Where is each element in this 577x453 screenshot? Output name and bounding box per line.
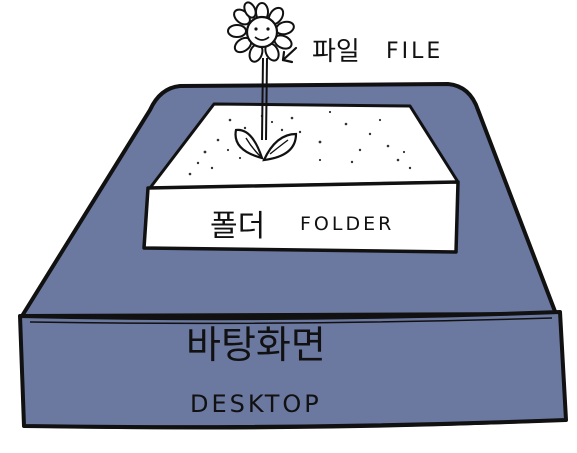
leaves-icon	[234, 128, 298, 162]
file-label-ko: 파일	[312, 37, 360, 67]
flower-stem	[261, 57, 268, 141]
folder-label-ko: 폴더	[210, 209, 265, 244]
flower-icon	[227, 1, 298, 162]
desktop-front-edge-line	[29, 317, 553, 325]
flower-petals	[227, 1, 295, 63]
desktop-label-ko: 바탕화면	[186, 323, 326, 367]
file-pointer-arrow	[281, 46, 298, 64]
desktop-label-en: DESKTOP	[190, 390, 322, 418]
desktop-bottom-edge	[23, 418, 567, 430]
file-label-en: FILE	[386, 39, 443, 64]
flower-face	[245, 15, 279, 49]
folder-front-face	[142, 180, 460, 254]
folder-label-en: FOLDER	[300, 213, 394, 235]
folder-box	[142, 102, 460, 254]
